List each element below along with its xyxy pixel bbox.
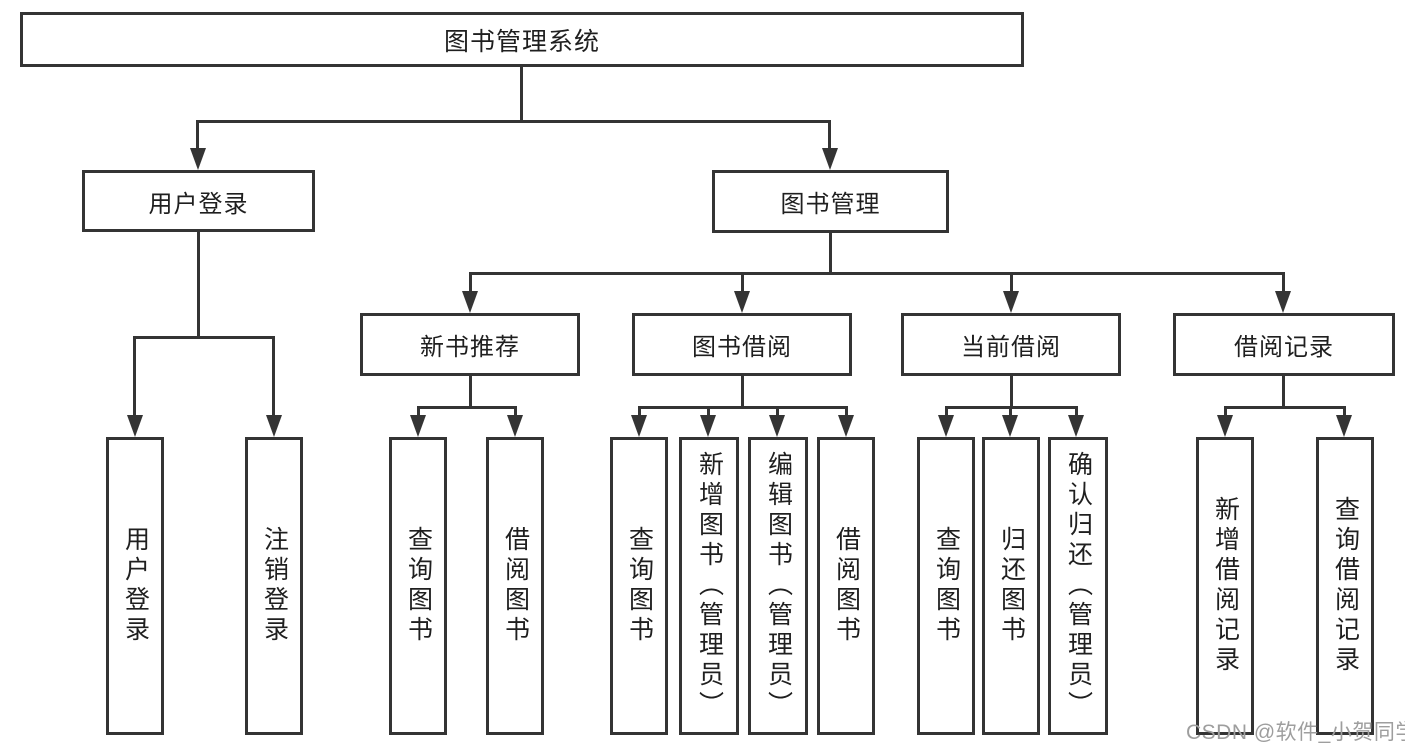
leaf-borrow-borrow-books: 借阅图书 [817,437,875,735]
connector-drop-leaf [1343,406,1346,418]
connector-current-borrow-stem [1010,376,1013,406]
node-library-system: 图书管理系统 [20,12,1024,67]
leaf-newbook-borrow-books: 借阅图书 [486,437,544,735]
node-label: 图书借阅 [692,334,792,361]
connector-book-management-stem [829,233,832,272]
watermark-text: CSDN @软件_小贺同学 [1186,721,1405,744]
arrow-down-icon [507,415,523,437]
arrow-down-icon [266,415,282,437]
connector-l1-horizontal [197,120,830,123]
connector-drop-leaf [945,406,948,418]
connector-drop-leaf [133,336,136,416]
leaf-user-login: 用户登录 [106,437,164,735]
connector-drop-leaf [845,406,848,418]
arrow-down-icon [1002,415,1018,437]
connector-drop-leaf [272,336,275,416]
connector-borrow-records-stem [1282,376,1285,406]
connector-drop-leaf [1009,406,1012,418]
leaf-label: 查询借阅记录 [1331,496,1360,676]
connector-drop-current-borrow [1010,272,1013,292]
leaf-label: 借阅图书 [501,526,530,646]
connector-drop-leaf [776,406,779,418]
leaf-records-query-record: 查询借阅记录 [1316,437,1374,735]
node-book-borrowing: 图书借阅 [632,313,852,376]
connector-drop-leaf [514,406,517,418]
leaf-label: 确认归还（管理员） [1064,451,1093,721]
leaf-current-return-books: 归还图书 [982,437,1040,735]
arrow-down-icon [1336,415,1352,437]
node-label: 用户登录 [148,190,249,218]
leaf-borrow-add-books-admin: 新增图书（管理员） [679,437,739,735]
connector-drop-book-borrow [741,272,744,292]
leaf-label: 查询图书 [932,526,961,646]
arrow-down-icon [938,415,954,437]
connector-drop-leaf [638,406,641,418]
arrow-down-icon [1275,291,1291,313]
node-current-borrowing: 当前借阅 [901,313,1121,376]
connector-drop-borrow-records [1282,272,1285,292]
node-label: 新书推荐 [420,334,520,361]
arrow-down-icon [1068,415,1084,437]
arrow-down-icon [462,291,478,313]
leaf-label: 查询图书 [625,526,654,646]
connector-new-book-stem [469,376,472,406]
leaf-label: 注销登录 [260,526,289,646]
node-label: 图书管理系统 [443,27,600,56]
leaf-label: 编辑图书（管理员） [764,451,793,721]
connector-root-stem [520,67,523,120]
leaf-label: 借阅图书 [832,526,861,646]
connector-borrow-records-horizontal [1224,406,1346,409]
connector-l3-horizontal [469,272,1285,275]
arrow-down-icon [190,148,206,170]
leaf-current-query-books: 查询图书 [917,437,975,735]
node-user-login: 用户登录 [82,170,315,232]
arrow-down-icon [700,415,716,437]
connector-drop-leaf [1075,406,1078,418]
connector-drop-user-login [196,120,199,150]
connector-book-borrow-stem [741,376,744,406]
node-book-management: 图书管理 [712,170,949,233]
leaf-borrow-query-books: 查询图书 [610,437,668,735]
leaf-borrow-edit-books-admin: 编辑图书（管理员） [748,437,808,735]
node-new-book-recommendation: 新书推荐 [360,313,580,376]
arrow-down-icon [822,148,838,170]
connector-drop-new-book [469,272,472,292]
arrow-down-icon [127,415,143,437]
node-borrowing-records: 借阅记录 [1173,313,1395,376]
node-label: 图书管理 [780,191,881,218]
leaf-current-confirm-return-admin: 确认归还（管理员） [1048,437,1108,735]
arrow-down-icon [410,415,426,437]
leaf-label: 新增借阅记录 [1211,496,1240,676]
connector-drop-leaf [707,406,710,418]
connector-drop-leaf [1224,406,1227,418]
arrow-down-icon [838,415,854,437]
leaf-records-add-record: 新增借阅记录 [1196,437,1254,735]
node-label: 借阅记录 [1234,334,1334,361]
node-label: 当前借阅 [961,334,1061,361]
arrow-down-icon [769,415,785,437]
connector-user-login-stem [197,232,200,336]
connector-drop-leaf [417,406,420,418]
connector-drop-book-management [828,120,831,150]
connector-user-login-horizontal [133,336,275,339]
arrow-down-icon [1003,291,1019,313]
arrow-down-icon [734,291,750,313]
connector-new-book-horizontal [417,406,517,409]
leaf-label: 查询图书 [404,526,433,646]
arrow-down-icon [631,415,647,437]
leaf-label: 用户登录 [121,526,150,646]
leaf-label: 新增图书（管理员） [695,451,724,721]
leaf-newbook-query-books: 查询图书 [389,437,447,735]
connector-book-borrow-horizontal [638,406,848,409]
arrow-down-icon [1217,415,1233,437]
leaf-label: 归还图书 [997,526,1026,646]
leaf-logout: 注销登录 [245,437,303,735]
